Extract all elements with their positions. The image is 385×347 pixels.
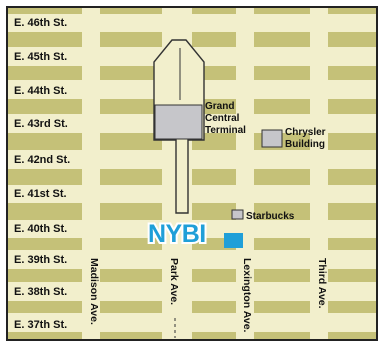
city-block (7, 66, 82, 80)
city-block (192, 332, 236, 340)
city-block (328, 301, 377, 313)
city-block (328, 238, 377, 250)
city-block (192, 7, 236, 14)
svg-text:Central: Central (205, 113, 240, 124)
street-label-e-39th: E. 39th St. (14, 254, 67, 266)
city-block (328, 32, 377, 47)
city-block (328, 269, 377, 282)
city-block (7, 203, 82, 220)
grand-central-label: Grand Central Terminal (205, 101, 246, 136)
city-block (7, 99, 82, 114)
city-block (328, 169, 377, 185)
chrysler-building-marker (261, 129, 283, 148)
city-block (328, 99, 377, 114)
city-block (254, 99, 310, 114)
grand-central-terminal-building (154, 104, 203, 140)
city-block (254, 203, 310, 220)
chrysler-label: Chrysler Building (285, 127, 326, 150)
city-block (192, 301, 236, 313)
city-block (100, 269, 162, 282)
nybi-logo: NYBI (148, 220, 206, 248)
starbucks-marker (231, 209, 244, 220)
city-block (254, 7, 310, 14)
city-block (7, 133, 82, 150)
city-block (254, 332, 310, 340)
city-block (254, 66, 310, 80)
city-block (192, 269, 236, 282)
city-block (328, 66, 377, 80)
street-label-e-46th: E. 46th St. (14, 17, 67, 29)
city-block (254, 32, 310, 47)
city-block (100, 7, 162, 14)
city-block (100, 238, 162, 250)
nybi-location-square (224, 233, 243, 248)
city-block (100, 332, 162, 340)
avenue-labels: Madison Ave. Park Ave. Lexington Ave. Th… (88, 258, 328, 333)
city-block (100, 66, 162, 80)
street-label-e-41st: E. 41st St. (14, 188, 67, 200)
city-block (100, 133, 162, 150)
avenue-label-lexington: Lexington Ave. (241, 258, 253, 333)
svg-text:Terminal: Terminal (205, 125, 246, 136)
city-block (328, 133, 377, 150)
city-block (7, 238, 82, 250)
map-frame (6, 6, 378, 341)
street-label-e-42nd: E. 42nd St. (14, 154, 70, 166)
starbucks-label: Starbucks (246, 211, 295, 222)
city-block (100, 32, 162, 47)
svg-text:Chrysler: Chrysler (285, 127, 326, 138)
street-label-e-44th: E. 44th St. (14, 85, 67, 97)
city-block (100, 301, 162, 313)
city-block (192, 203, 236, 220)
city-block (7, 32, 82, 47)
city-block (328, 203, 377, 220)
city-block (254, 269, 310, 282)
city-block (254, 238, 310, 250)
city-block (254, 301, 310, 313)
city-block (192, 169, 236, 185)
street-labels: E. 46th St. E. 45th St. E. 44th St. E. 4… (14, 17, 70, 331)
city-block (100, 203, 162, 220)
city-block (100, 169, 162, 185)
svg-text:Building: Building (285, 139, 325, 150)
city-block (7, 301, 82, 313)
street-label-e-45th: E. 45th St. (14, 51, 67, 63)
city-block (7, 169, 82, 185)
avenue-label-park: Park Ave. (168, 258, 180, 305)
city-blocks (7, 7, 377, 340)
avenue-label-third: Third Ave. (316, 258, 328, 309)
city-block (7, 332, 82, 340)
avenue-label-madison: Madison Ave. (88, 258, 100, 325)
street-label-e-40th: E. 40th St. (14, 223, 67, 235)
city-block (100, 99, 162, 114)
city-block (254, 169, 310, 185)
street-label-e-37th: E. 37th St. (14, 319, 67, 331)
street-label-e-38th: E. 38th St. (14, 286, 67, 298)
svg-text:Grand: Grand (205, 101, 234, 112)
city-block (328, 7, 377, 14)
city-block (192, 32, 236, 47)
city-block (7, 7, 82, 14)
city-block (7, 269, 82, 282)
street-label-e-43rd: E. 43rd St. (14, 118, 68, 130)
city-block (328, 332, 377, 340)
